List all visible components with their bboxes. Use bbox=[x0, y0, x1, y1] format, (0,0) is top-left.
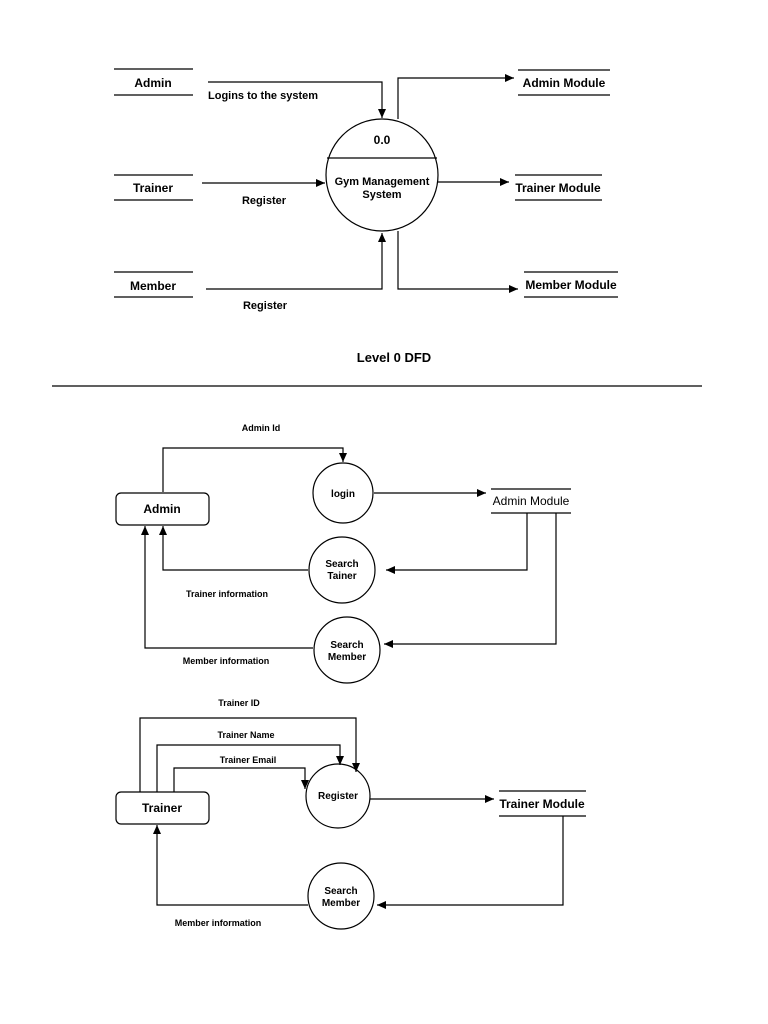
level0-flow-member-register bbox=[206, 233, 386, 290]
admin-module-store[interactable]: Admin Module bbox=[491, 488, 571, 514]
admin-dfd: Admin login Search Tainer Search Member … bbox=[115, 423, 571, 684]
admin-flow-store-to-search-member bbox=[384, 513, 557, 648]
trainer-flow-trainer-name bbox=[156, 744, 344, 792]
trainer-flow-trainer-email bbox=[173, 767, 309, 792]
trainer-search-member-label-2: Member bbox=[322, 898, 360, 909]
level0-member-module-store[interactable]: Member Module bbox=[524, 271, 618, 298]
trainer-module-store[interactable]: Trainer Module bbox=[499, 790, 586, 817]
level0-member-module-label: Member Module bbox=[525, 278, 617, 292]
admin-flow-member-info bbox=[141, 526, 313, 649]
admin-entity[interactable]: Admin bbox=[115, 492, 210, 526]
admin-login-process[interactable]: login bbox=[312, 462, 374, 524]
trainer-register-label: Register bbox=[318, 791, 358, 802]
admin-search-member-label-2: Member bbox=[328, 652, 366, 663]
level0-trainer-entity[interactable]: Trainer bbox=[114, 174, 193, 201]
admin-flow-store-to-search-trainer bbox=[386, 513, 528, 574]
trainer-flow-member-info-label: Member information bbox=[175, 918, 262, 928]
level0-trainer-module-store[interactable]: Trainer Module bbox=[515, 174, 602, 201]
admin-module-store-label: Admin Module bbox=[493, 494, 570, 508]
trainer-entity[interactable]: Trainer bbox=[115, 791, 210, 825]
trainer-search-member-process[interactable]: Search Member bbox=[307, 862, 375, 930]
trainer-module-store-label: Trainer Module bbox=[499, 797, 585, 811]
level0-flow-admin-login-label: Logins to the system bbox=[208, 90, 318, 102]
admin-entity-label: Admin bbox=[143, 502, 180, 516]
level0-caption: Level 0 DFD bbox=[357, 350, 431, 365]
admin-flow-admin-id bbox=[162, 447, 347, 492]
trainer-flow-store-to-search-member bbox=[377, 816, 564, 909]
level0-process-name-2: System bbox=[362, 189, 401, 201]
admin-flow-trainer-info bbox=[159, 526, 308, 571]
level0-admin-entity[interactable]: Admin bbox=[114, 68, 193, 96]
trainer-flow-member-info bbox=[153, 825, 308, 906]
trainer-flow-trainer-id bbox=[139, 717, 360, 792]
level0-flow-to-admin-module bbox=[397, 74, 514, 119]
level0-trainer-module-label: Trainer Module bbox=[515, 181, 601, 195]
trainer-flow-trainer-name-label: Trainer Name bbox=[217, 730, 274, 740]
trainer-flow-trainer-email-label: Trainer Email bbox=[220, 755, 277, 765]
trainer-entity-label: Trainer bbox=[142, 801, 182, 815]
level0-admin-module-store[interactable]: Admin Module bbox=[518, 69, 610, 96]
level0-flow-admin-login bbox=[208, 81, 386, 118]
level0-flow-trainer-register-label: Register bbox=[242, 195, 287, 207]
admin-flow-admin-id-label: Admin Id bbox=[242, 423, 281, 433]
level0-admin-module-label: Admin Module bbox=[523, 76, 606, 90]
trainer-register-process[interactable]: Register bbox=[305, 763, 371, 829]
trainer-search-member-label-1: Search bbox=[324, 886, 357, 897]
admin-search-member-label-1: Search bbox=[330, 640, 363, 651]
level0-admin-label: Admin bbox=[134, 76, 171, 90]
level0-process-name-1: Gym Management bbox=[335, 176, 430, 188]
admin-search-trainer-label-2: Tainer bbox=[327, 571, 356, 582]
trainer-dfd: Trainer Register Search Member Trainer M… bbox=[115, 698, 586, 930]
level0-process-id: 0.0 bbox=[374, 133, 391, 147]
admin-flow-trainer-info-label: Trainer information bbox=[186, 589, 268, 599]
trainer-flow-trainer-id-label: Trainer ID bbox=[218, 698, 260, 708]
admin-search-trainer-process[interactable]: Search Tainer bbox=[308, 536, 376, 604]
level0-dfd: Admin Trainer Member 0.0 Gym Management … bbox=[114, 68, 618, 365]
level0-member-entity[interactable]: Member bbox=[114, 271, 193, 298]
level0-member-label: Member bbox=[130, 279, 176, 293]
level0-flow-to-member-module bbox=[397, 231, 518, 293]
admin-search-trainer-label-1: Search bbox=[325, 559, 358, 570]
admin-search-member-process[interactable]: Search Member bbox=[313, 616, 381, 684]
level0-process[interactable]: 0.0 Gym Management System bbox=[325, 118, 439, 232]
admin-flow-member-info-label: Member information bbox=[183, 656, 270, 666]
level0-trainer-label: Trainer bbox=[133, 181, 173, 195]
level0-flow-member-register-label: Register bbox=[243, 300, 288, 312]
admin-login-label: login bbox=[331, 489, 355, 500]
